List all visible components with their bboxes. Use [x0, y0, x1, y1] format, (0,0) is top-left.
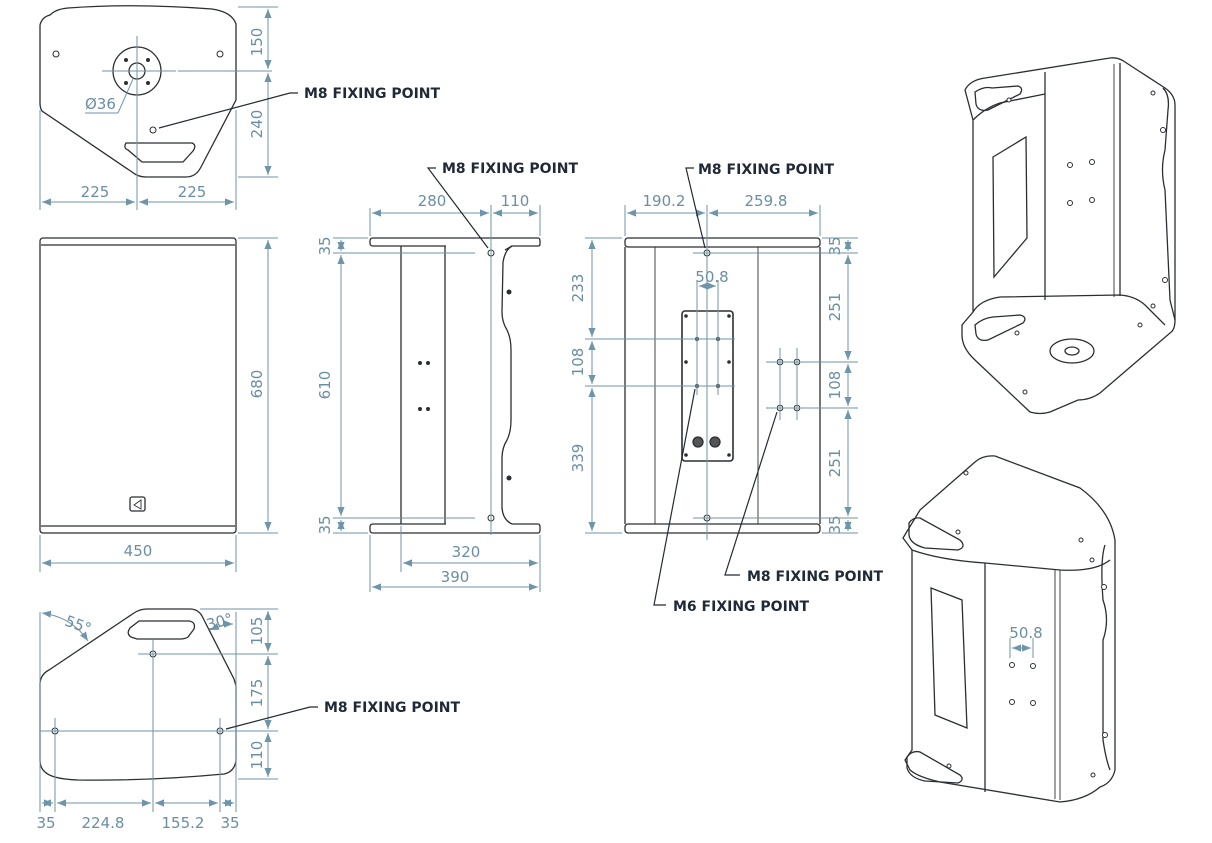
handle-icon: [974, 314, 1026, 342]
dim-width-right-225: 225: [178, 183, 207, 201]
dim-339: 339: [569, 444, 587, 473]
dim-width-left-225: 225: [81, 183, 110, 201]
dim-top-150: 150: [248, 28, 266, 57]
rear-bottom-flange: [624, 523, 821, 534]
side-bottom-flange: [369, 523, 541, 534]
top-view-outline: [39, 5, 237, 178]
callout-rear-m8: M8 FIXING POINT: [747, 569, 883, 585]
dim-224-8: 224.8: [82, 814, 125, 832]
rear-view: 190.2 259.8 50.8 233 108 339 35 251 10: [569, 162, 883, 615]
callout-top-m8-fixing-point: M8 FIXING POINT: [304, 86, 440, 102]
bottom-handle-recess: [127, 620, 196, 640]
handle-icon: [908, 517, 964, 551]
diameter-label: Ø36: [85, 95, 116, 113]
side-view: 280 110 35 610 35 320 390 M8 FIXING POIN…: [316, 161, 578, 592]
dim-110: 110: [501, 192, 530, 210]
dim-110: 110: [248, 741, 266, 770]
rear-top-flange: [624, 237, 821, 248]
callout-rear-top-m8: M8 FIXING POINT: [698, 162, 834, 178]
pole-mount-flange: [1049, 338, 1095, 364]
top-view: Ø36 150 240 225 225 M8 FIXING POINT: [39, 5, 440, 210]
callout-side-m8-fixing-point: M8 FIXING POINT: [442, 161, 578, 177]
dim-190-2: 190.2: [643, 192, 686, 210]
dim-610: 610: [316, 371, 334, 400]
dim-108-left: 108: [569, 348, 587, 377]
dim-175: 175: [248, 679, 266, 708]
handle-recess: [124, 142, 196, 163]
dim-side-35-bottom: 35: [316, 515, 334, 534]
side-top-flange: [369, 237, 541, 251]
bottom-view-outline: [39, 608, 237, 781]
front-grille-outline: [39, 237, 237, 534]
dim-35-right: 35: [220, 814, 239, 832]
dim-side-35-top: 35: [316, 236, 334, 255]
isometric-view-top: 50.8: [902, 455, 1116, 803]
isometric-view-rear: [961, 57, 1176, 415]
callout-rear-m6: M6 FIXING POINT: [673, 599, 809, 615]
dim-35-rear-bottom: 35: [826, 515, 844, 534]
speakon-connector-icon: [692, 436, 721, 448]
connector-plate: [930, 587, 968, 729]
dim-top-240: 240: [248, 110, 266, 139]
dim-259-8: 259.8: [745, 192, 788, 210]
m8-fixing-hole: [149, 126, 157, 134]
handle-icon: [906, 750, 963, 784]
dim-width-450: 450: [124, 542, 153, 560]
dim-233: 233: [569, 274, 587, 303]
bottom-view: 55° 30° 105 175 110 35 224.8 155.2 35 M8…: [36, 608, 460, 832]
dim-50-8: 50.8: [695, 268, 728, 286]
dim-height-680: 680: [248, 370, 266, 399]
dim-251-upper: 251: [826, 293, 844, 322]
handle-icon: [974, 85, 1023, 112]
dim-35-rear-top: 35: [826, 236, 844, 255]
brand-logo-icon: [129, 496, 146, 512]
connector-plate: [992, 135, 1028, 279]
angle-30: 30°: [204, 610, 234, 634]
dim-iso-50-8: 50.8: [1009, 624, 1042, 642]
dim-108-right: 108: [826, 371, 844, 400]
fixing-hole: [216, 50, 224, 58]
angle-55: 55°: [63, 612, 94, 638]
side-handle-profile: [501, 245, 513, 525]
dim-390: 390: [441, 568, 470, 586]
dim-35-left: 35: [36, 814, 55, 832]
dim-105: 105: [248, 617, 266, 646]
dim-155-2: 155.2: [162, 814, 205, 832]
dim-251-lower: 251: [826, 449, 844, 478]
callout-bottom-m8: M8 FIXING POINT: [324, 700, 460, 716]
dim-320: 320: [452, 543, 481, 561]
dim-280: 280: [418, 192, 447, 210]
front-view: 680 450: [39, 237, 278, 572]
fixing-hole: [52, 50, 60, 58]
